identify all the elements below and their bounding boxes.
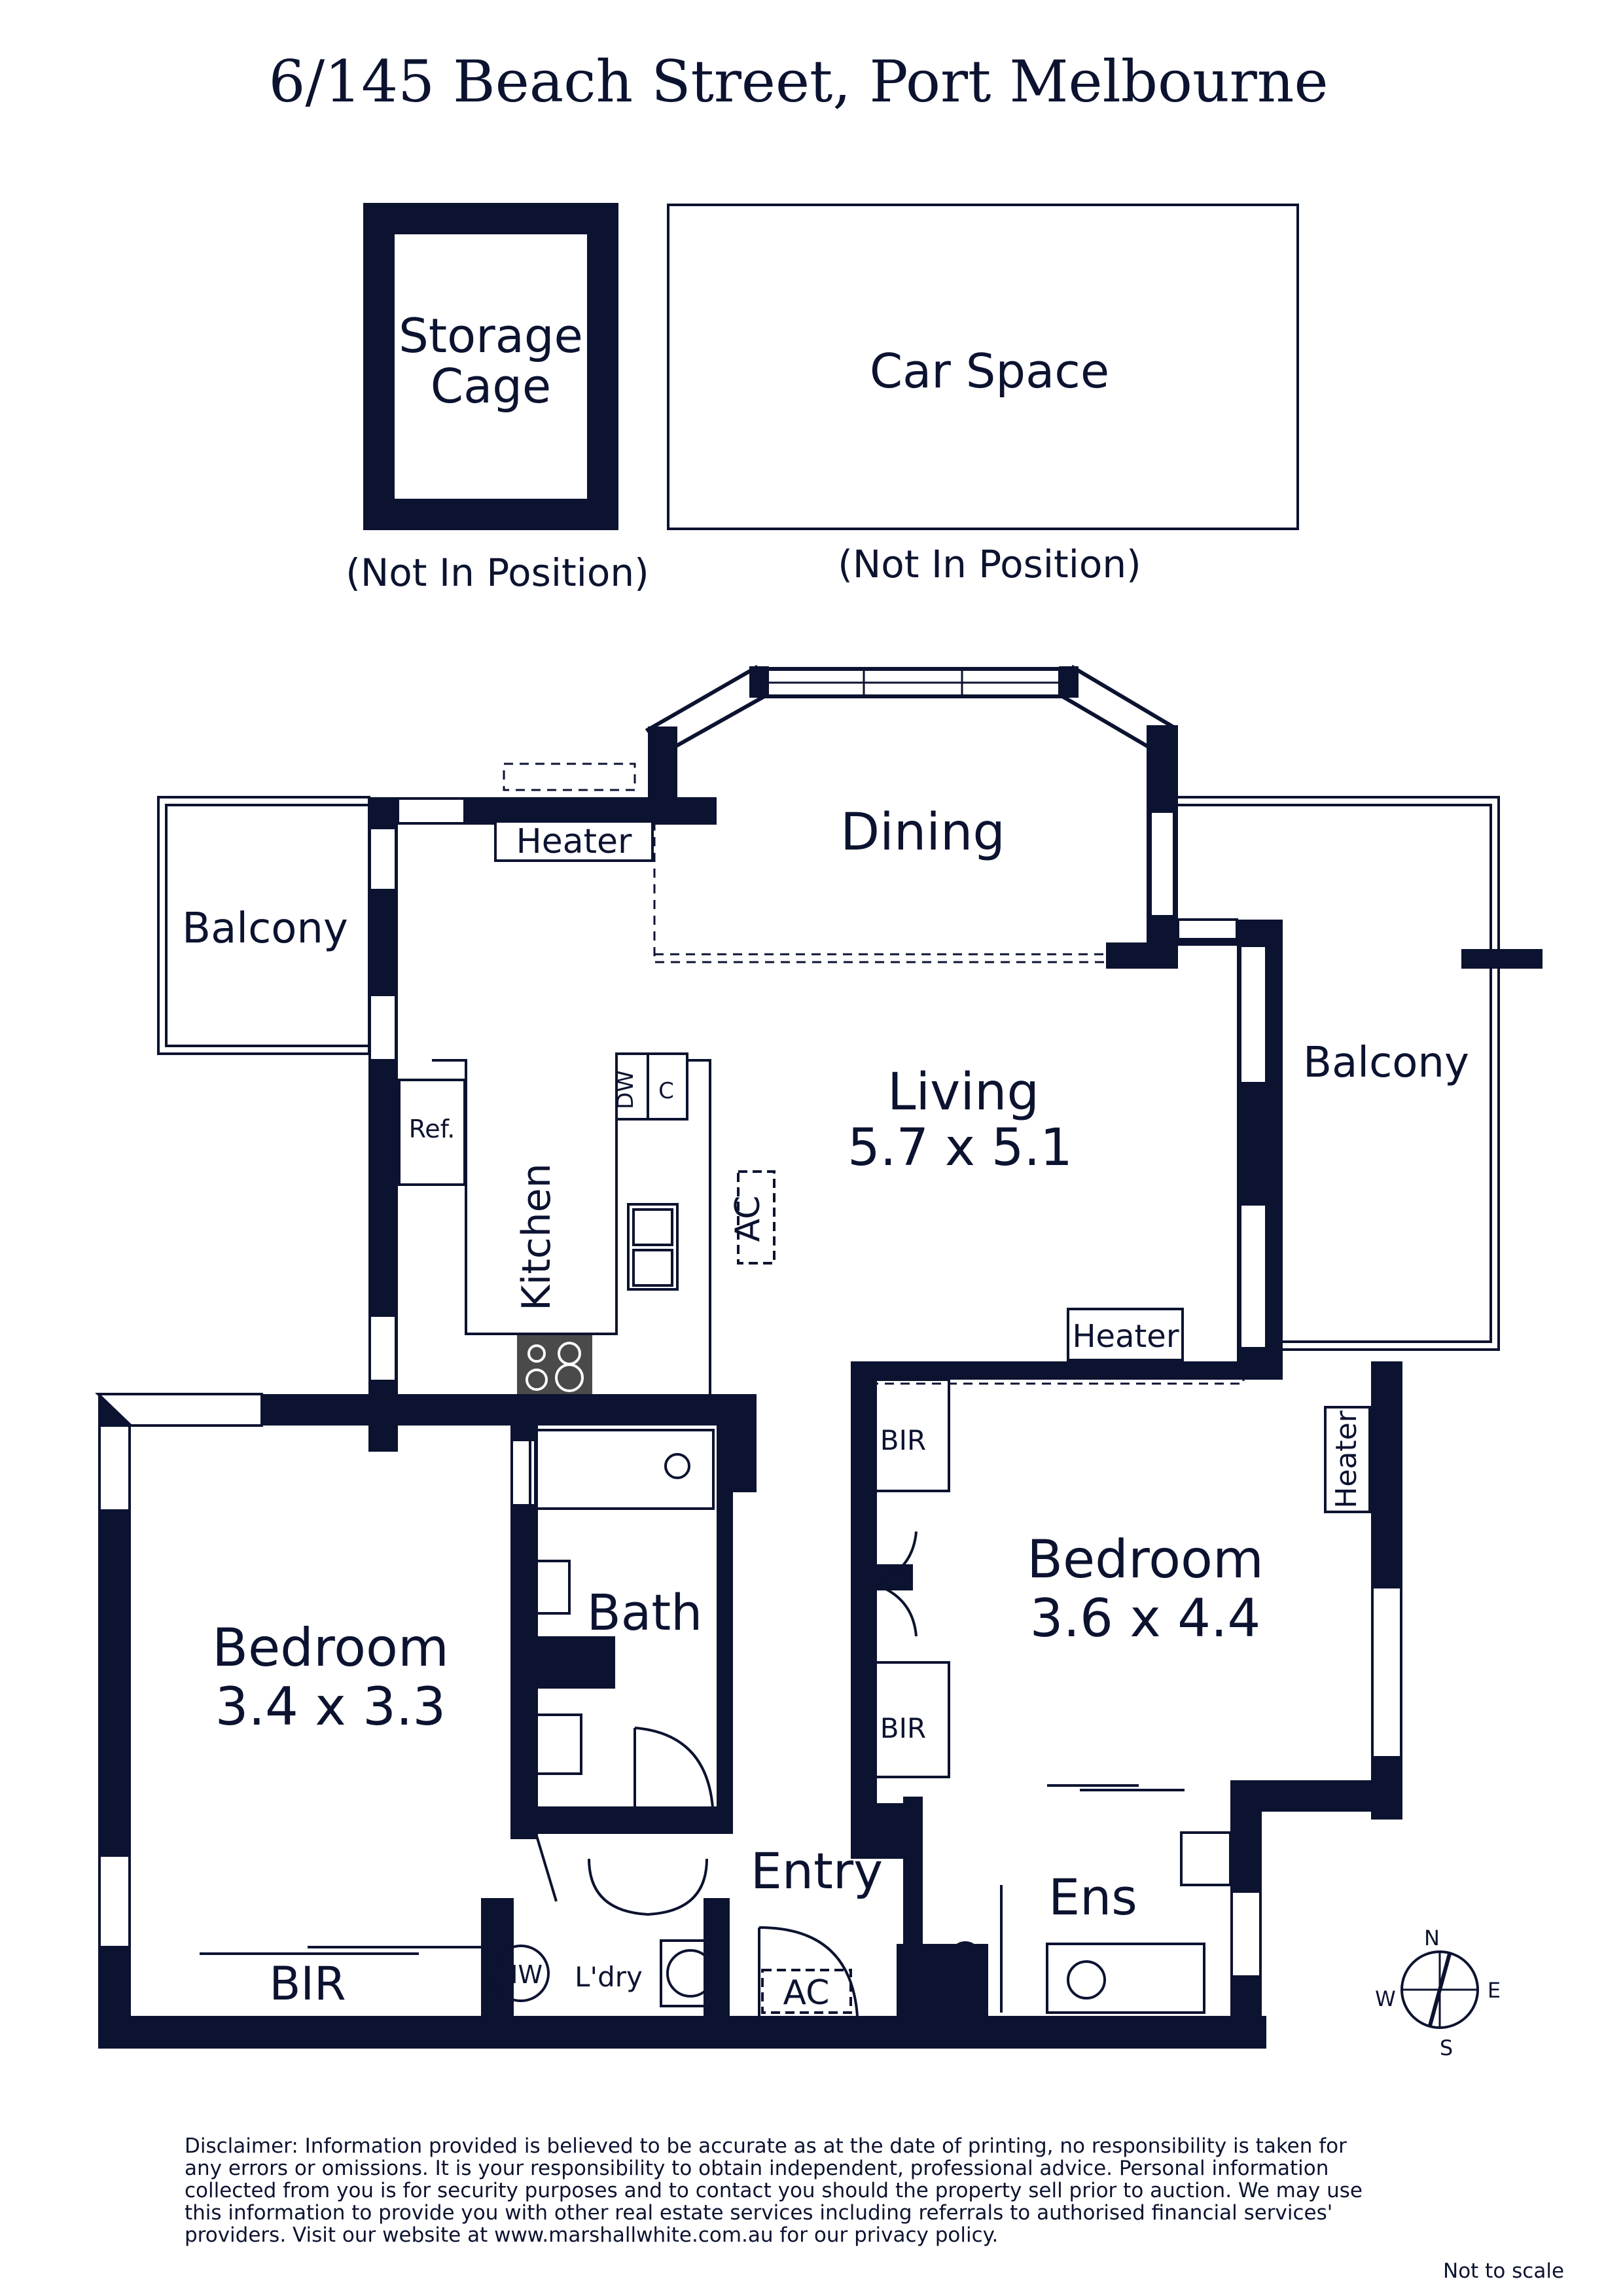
disclaimer-text: Disclaimer: Information provided is beli…: [185, 2134, 1363, 2247]
balcony-east-label: Balcony: [1303, 1039, 1469, 1087]
svg-text:AC: AC: [783, 1973, 830, 2013]
entry-door: [758, 1926, 859, 2017]
bir1-label: BIR: [269, 1957, 346, 2011]
kitchen-label: Kitchen: [514, 1163, 560, 1311]
ens-label: Ens: [1048, 1868, 1137, 1926]
bir1-sliding: [200, 1946, 481, 1955]
heater-bedroom: Heater: [1324, 1406, 1371, 1513]
heater-dining: Heater: [494, 820, 654, 862]
storage-cage-label-1: Storage: [399, 308, 583, 363]
ac-living: AC: [728, 1170, 776, 1265]
laundry-fixtures: [492, 1835, 721, 2007]
balcony-west-label: Balcony: [182, 905, 348, 953]
kitchen-bench: [398, 1052, 711, 1397]
svg-text:Heater: Heater: [516, 822, 632, 861]
scale-note: Not to scale: [1443, 2259, 1565, 2283]
ref-label: Ref.: [409, 1115, 455, 1143]
bedroom1-dims: 3.4 x 3.3: [215, 1676, 446, 1737]
car-space-note: (Not In Position): [838, 542, 1141, 586]
compass-w: W: [1375, 1986, 1396, 2011]
hw-label: HW: [499, 1960, 543, 1989]
bedroom2-dims: 3.6 x 4.4: [1030, 1588, 1261, 1649]
balcony-east-post: [1461, 949, 1543, 969]
ensuite-fixtures: [950, 1831, 1232, 2014]
living-label: Living: [887, 1063, 1039, 1122]
ac-entry: AC: [761, 1969, 852, 2014]
c-label: C: [658, 1078, 674, 1104]
car-space-label: Car Space: [870, 344, 1109, 399]
compass-s: S: [1440, 2036, 1453, 2060]
bir2a-label: BIR: [880, 1424, 926, 1456]
dw-label: DW: [613, 1070, 639, 1109]
bulkhead-dashed: [503, 762, 1245, 1385]
compass-e: E: [1488, 1978, 1501, 2003]
svg-text:Heater: Heater: [1330, 1410, 1363, 1508]
bay-window: [645, 664, 1178, 758]
bath-label: Bath: [587, 1583, 703, 1641]
heater-living: Heater: [1067, 1308, 1184, 1361]
dining-label: Dining: [840, 803, 1005, 862]
page-title: 6/145 Beach Street, Port Melbourne: [268, 48, 1328, 115]
bedroom1-label: Bedroom: [212, 1617, 449, 1678]
svg-text:AC: AC: [728, 1196, 768, 1242]
bedroom2-label: Bedroom: [1027, 1529, 1264, 1590]
living-dims: 5.7 x 5.1: [847, 1119, 1073, 1177]
compass-n: N: [1424, 1926, 1440, 1950]
windows: [95, 797, 1402, 1978]
entry-label: Entry: [751, 1842, 883, 1900]
compass-icon: N E S W: [1375, 1926, 1501, 2060]
bath-fixtures: [529, 1429, 715, 1823]
car-space: [667, 204, 1299, 530]
svg-text:Heater: Heater: [1072, 1318, 1179, 1355]
ldry-label: L'dry: [575, 1961, 643, 1993]
storage-cage-note: (Not In Position): [346, 550, 649, 595]
storage-cage-label-2: Cage: [431, 359, 551, 414]
balcony-east: [1178, 796, 1500, 1351]
cooktop-burners: [526, 1342, 584, 1392]
storage-cage: [363, 203, 618, 530]
bedroom2-robes: [872, 1378, 1185, 1791]
bir2b-label: BIR: [880, 1712, 926, 1744]
